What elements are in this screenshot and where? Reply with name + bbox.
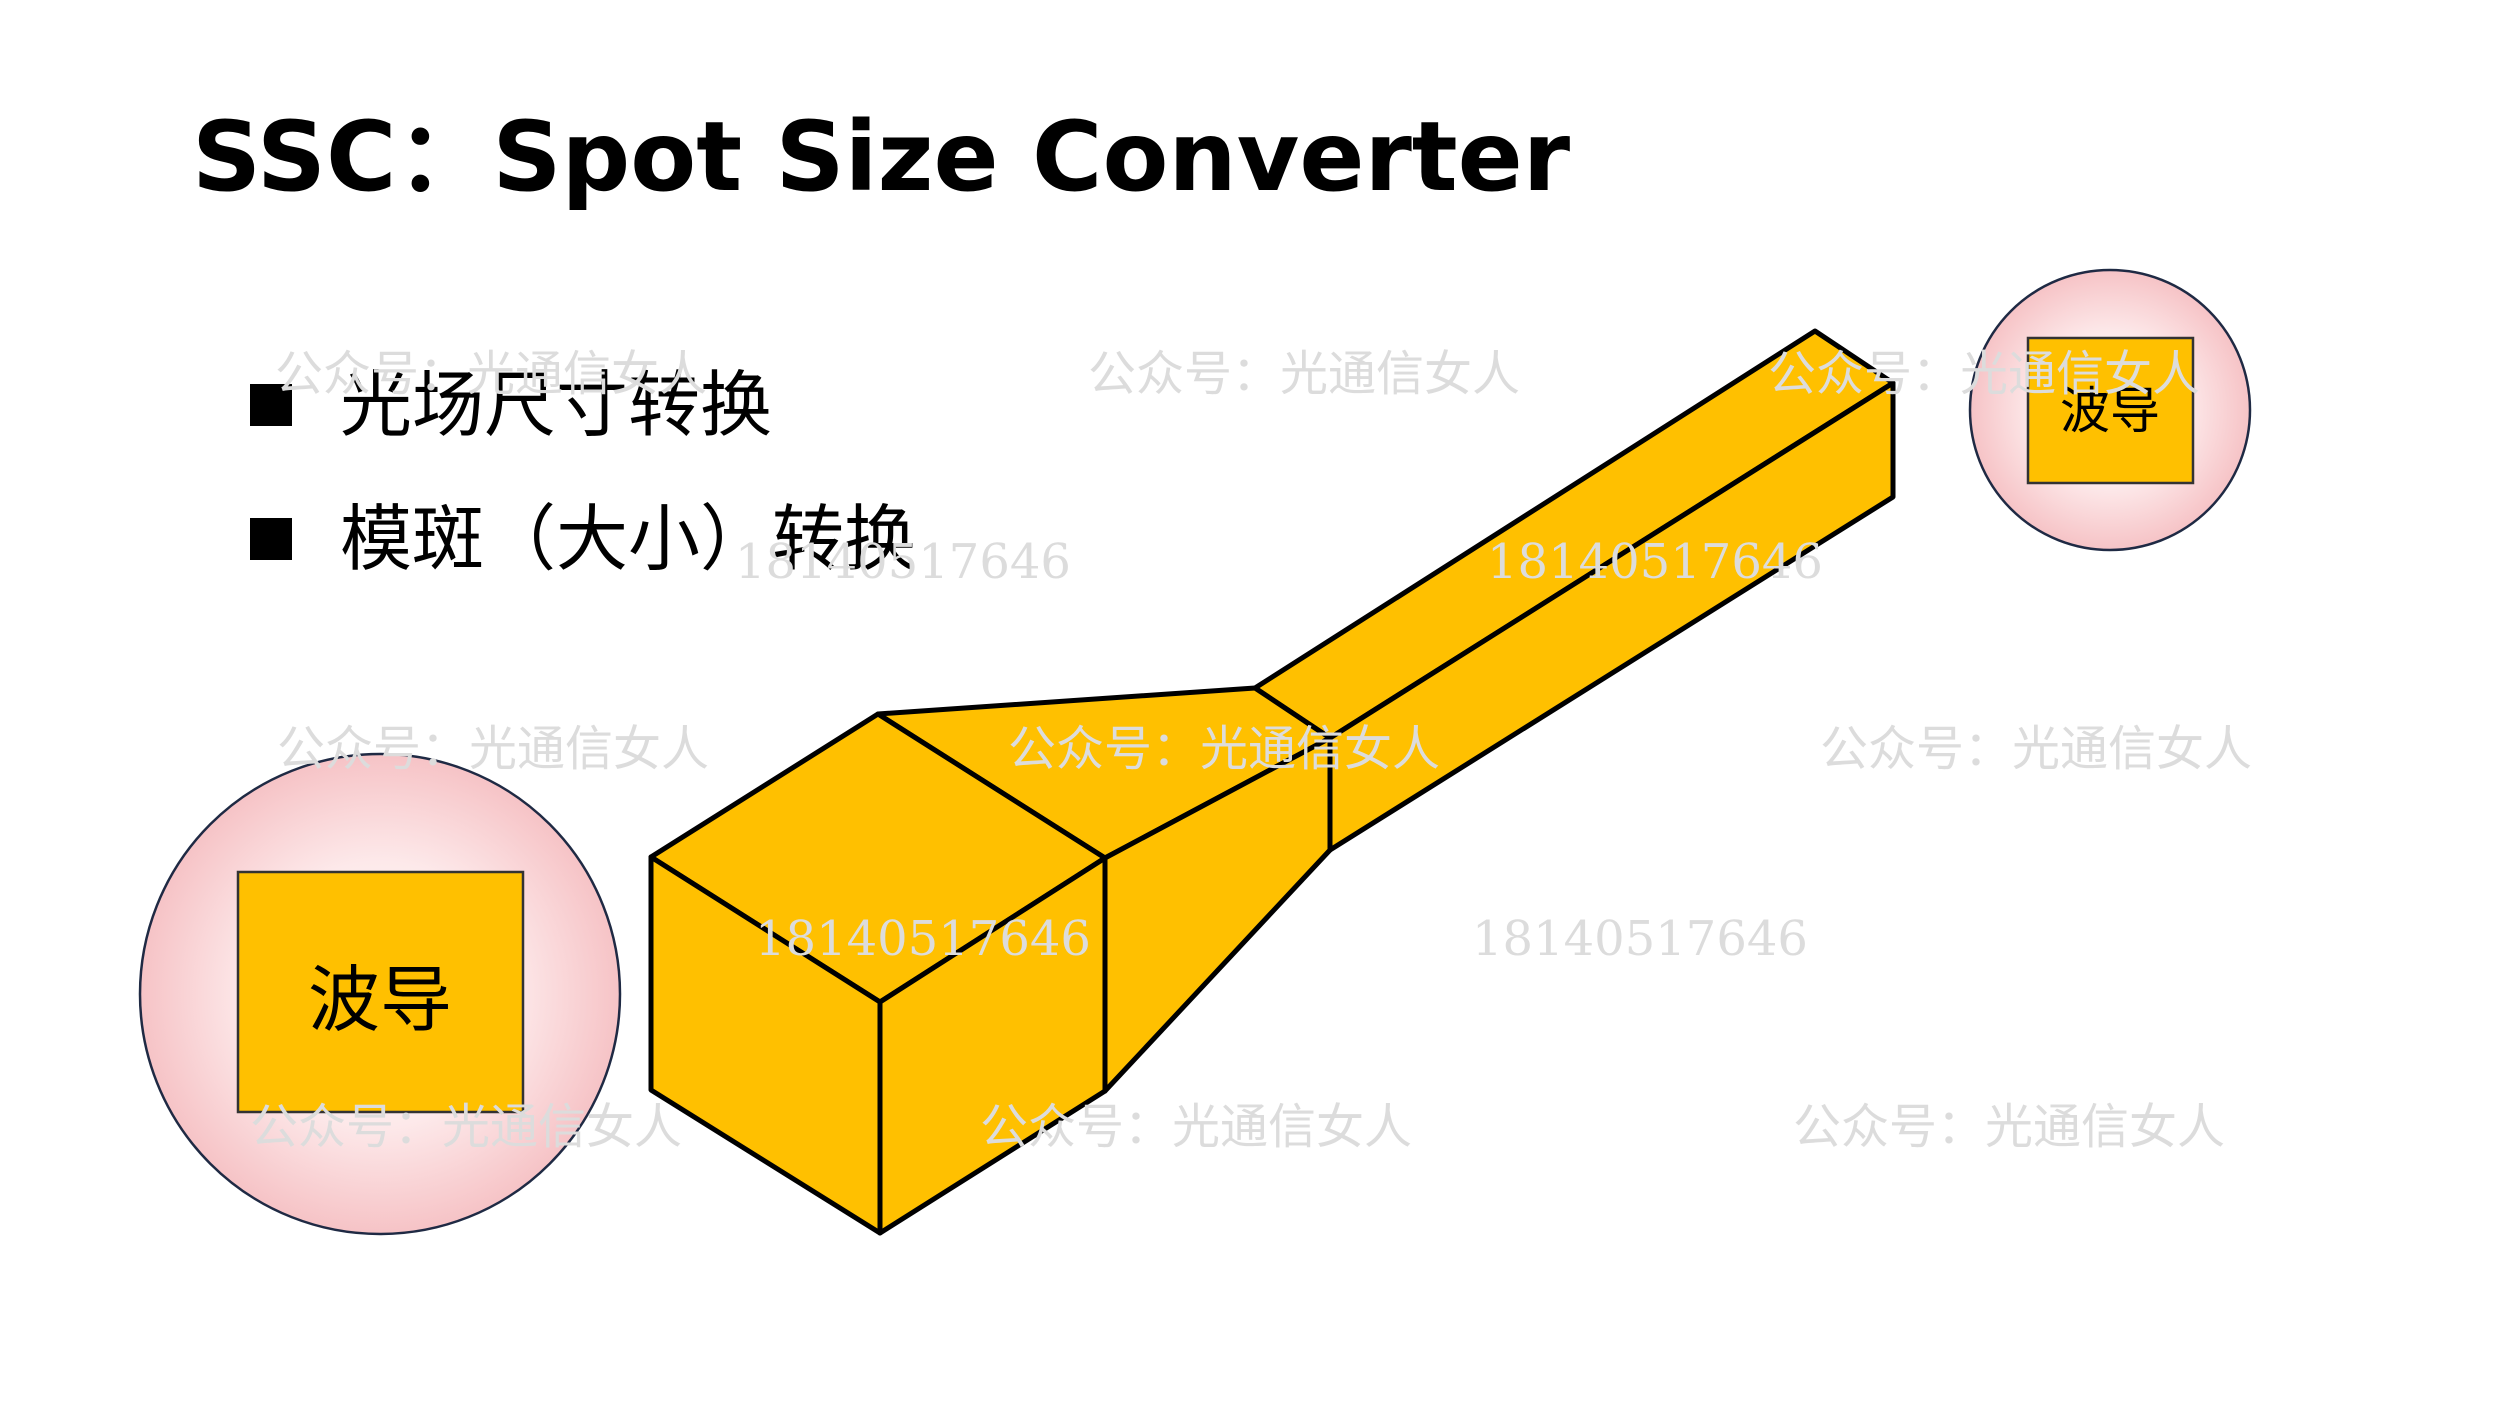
watermark-layer: 公众号：光通信女人 公众号：光通信女人 公众号：光通信女人 公众号：光通信女人 … xyxy=(250,346,2252,1155)
watermark-text: 公众号：光通信女人 xyxy=(1768,346,2200,402)
slide-title: SSC：Spot Size Converter xyxy=(192,101,1571,213)
small-waveguide-cross-section: 波导 xyxy=(1968,268,2252,552)
small-waveguide-label: 波导 xyxy=(2060,382,2160,440)
converter-3d-body xyxy=(648,328,1896,1236)
bullet-text-1: 光场尺寸转换 xyxy=(340,363,773,447)
watermark-text: 18140517646 xyxy=(755,911,1091,967)
watermark-text: 18140517646 xyxy=(1487,534,1823,590)
watermark-text: 公众号：光通信女人 xyxy=(1793,1099,2225,1155)
watermark-text: 公众号：光通信女人 xyxy=(980,1099,1412,1155)
watermark-text: 18140517646 xyxy=(735,534,1071,590)
watermark-text: 公众号：光通信女人 xyxy=(1820,721,2252,777)
small-waveguide-core xyxy=(2026,336,2195,485)
watermark-text: 公众号：光通信女人 xyxy=(275,346,707,402)
bullet-list: 光场尺寸转换 模斑（大小）转换 xyxy=(250,360,916,628)
bullet-item-2: 模斑（大小）转换 xyxy=(250,494,916,584)
watermark-text: 公众号：光通信女人 xyxy=(277,721,709,777)
bullet-text-2: 模斑（大小）转换 xyxy=(340,497,917,581)
bullet-item-1: 光场尺寸转换 xyxy=(250,360,916,450)
watermark-text: 公众号：光通信女人 xyxy=(250,1099,682,1155)
square-bullet-icon xyxy=(250,518,292,560)
watermark-text: 公众号：光通信女人 xyxy=(1008,721,1440,777)
square-bullet-icon xyxy=(250,384,292,426)
watermark-text: 18140517646 xyxy=(1472,911,1808,967)
large-waveguide-cross-section: 波导 xyxy=(138,752,622,1236)
watermark-text: 公众号：光通信女人 xyxy=(1088,346,1520,402)
large-waveguide-core xyxy=(236,870,525,1114)
wide-box-front-face xyxy=(648,854,883,1236)
large-waveguide-label: 波导 xyxy=(308,958,452,1042)
